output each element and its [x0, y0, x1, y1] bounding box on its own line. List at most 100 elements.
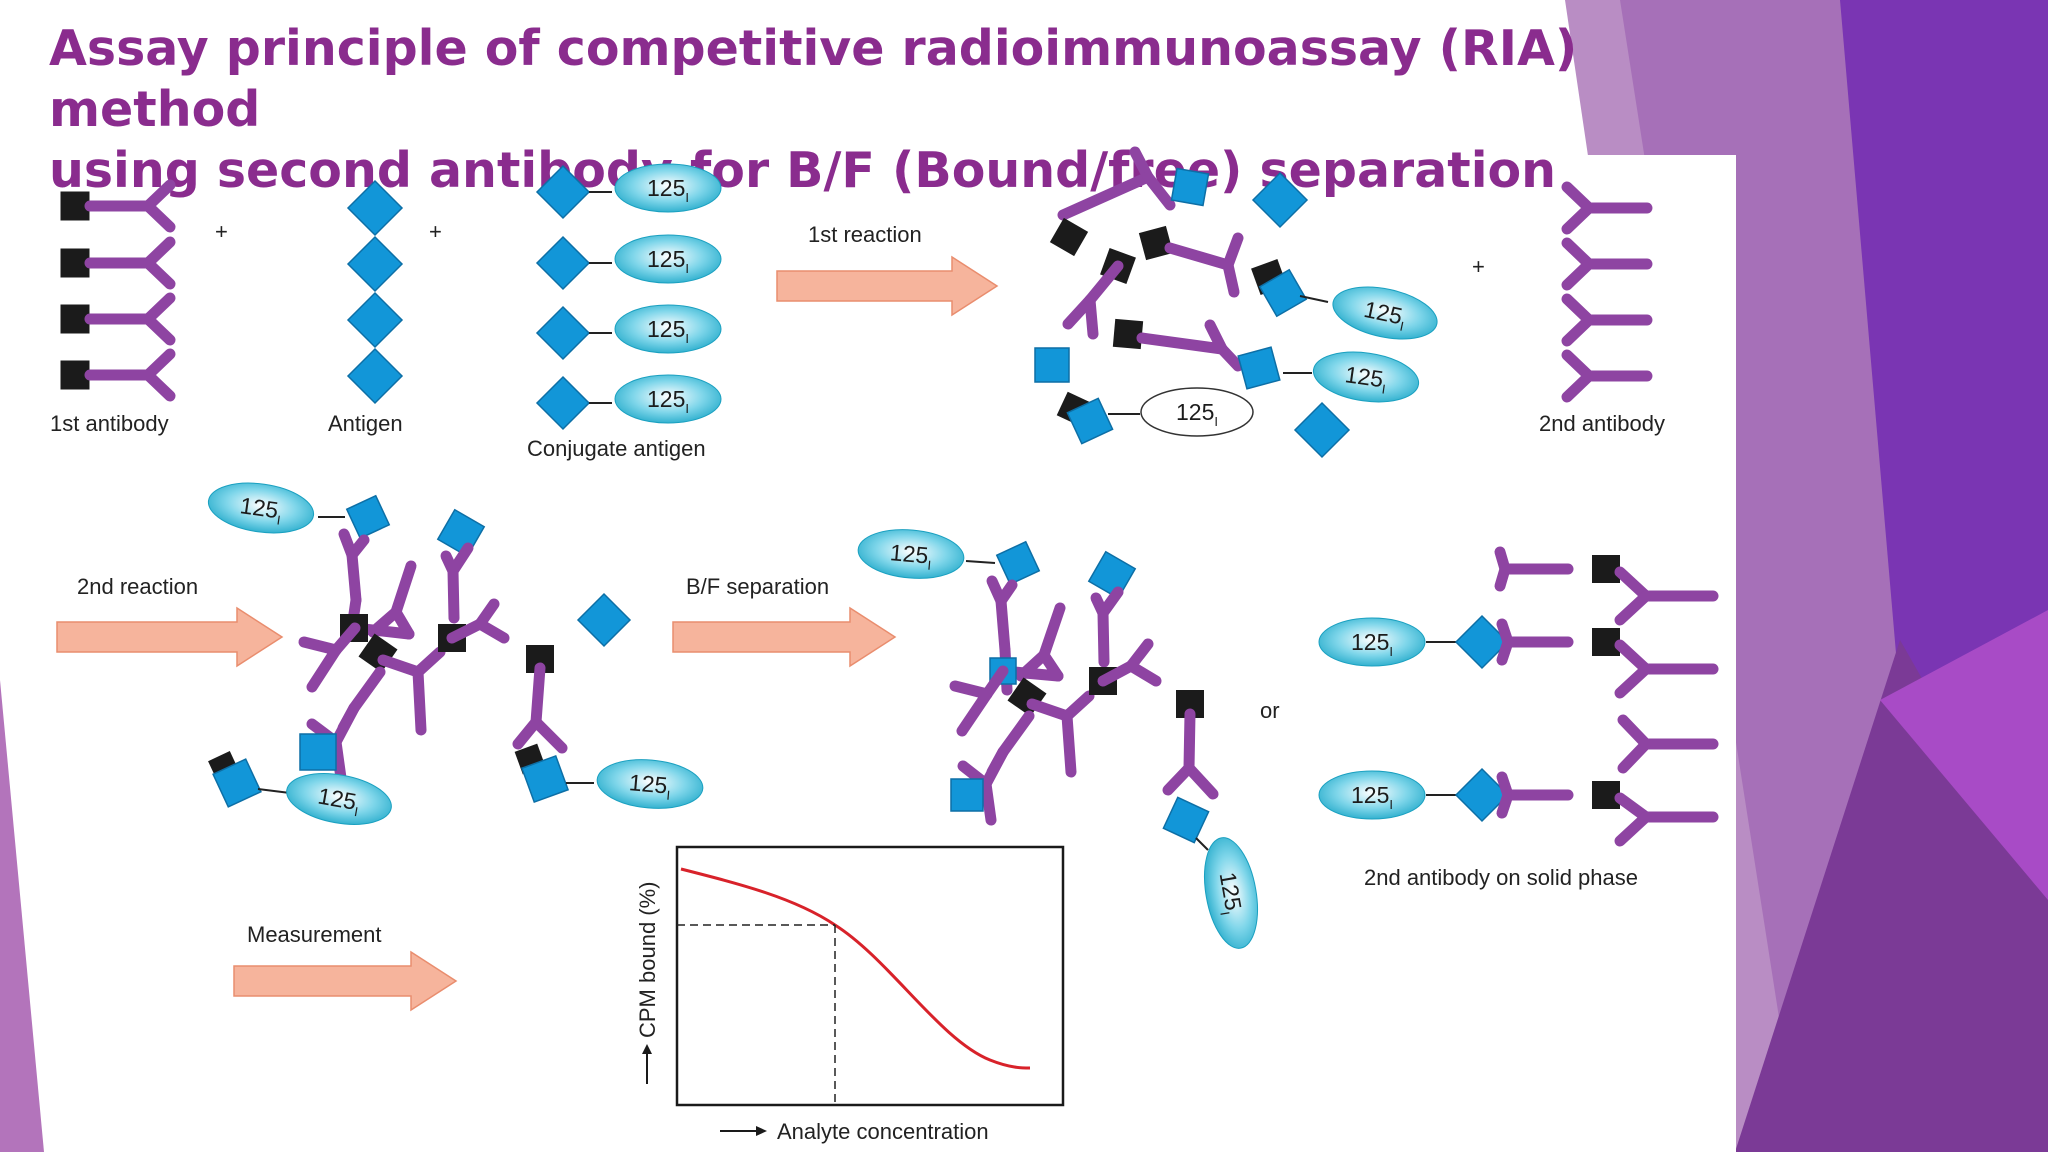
binding-site-square: [1592, 781, 1620, 809]
antibody-arm: [1496, 636, 1514, 666]
tag-ellipse: [1204, 837, 1258, 949]
tag-label: 125I: [647, 246, 689, 276]
first-antibody: [84, 348, 176, 402]
first-antibody: [84, 292, 176, 346]
tag-label: 125I: [1351, 629, 1393, 659]
binding-site-square: [1592, 628, 1620, 656]
free-antigen: [346, 347, 404, 405]
tag-element: I: [685, 190, 689, 205]
antibody-shape: [84, 179, 176, 233]
antigen-diamond: [576, 592, 632, 648]
antibody-arm: [1614, 811, 1652, 847]
graph-ylabel: CPM bound (%): [635, 881, 660, 1038]
diagram-shapes: 125I125I125I125I125I125I125I125I125I125I…: [56, 146, 1719, 1012]
antibody-arm: [1614, 590, 1652, 626]
graph-curve: [680, 867, 1031, 1070]
antigen-square: [1066, 397, 1114, 445]
tag-ellipse: [286, 773, 392, 825]
antibody-arm: [1617, 738, 1652, 774]
binding-site-square: [1138, 225, 1174, 261]
first-reaction-arrow: [776, 255, 999, 317]
antibody-arm: [1097, 607, 1110, 668]
antibody-arm: [1494, 563, 1511, 592]
iodine-125-tag: 125I: [207, 482, 315, 534]
conjugate-link: [257, 788, 291, 794]
tag-element: I: [685, 401, 689, 416]
graph-y-axis-label: CPM bound (%): [635, 881, 660, 1084]
tag-label: 125I: [647, 316, 689, 346]
antibody-shape: [1561, 349, 1653, 403]
label-antigen: Antigen: [328, 411, 403, 436]
tag-label: 125I: [628, 769, 672, 803]
tag-ellipse: [614, 304, 722, 354]
tag-ellipse: [1318, 770, 1426, 820]
tag-element: I: [353, 804, 359, 819]
antigen-square: [345, 494, 391, 540]
label-second-reaction: 2nd reaction: [77, 574, 198, 599]
antibody-arm: [980, 778, 997, 826]
antigen-square: [520, 754, 570, 804]
second-antibody: [1561, 237, 1653, 291]
tag-label: 125I: [1176, 399, 1218, 429]
conjugate-link: [1299, 295, 1329, 303]
antigen-square: [1034, 347, 1070, 383]
tag-ellipse: [614, 163, 722, 213]
tag-element: I: [1389, 797, 1393, 812]
label-solid-phase: 2nd antibody on solid phase: [1364, 865, 1638, 890]
tag-ellipse: [1318, 617, 1426, 667]
tag-element: I: [1398, 319, 1405, 334]
antibody-arm: [346, 549, 362, 606]
antigen-square: [212, 758, 262, 808]
antibody-arm: [1084, 260, 1124, 306]
antibody-arm: [1222, 259, 1240, 298]
iodine-125-tag: 125I: [596, 759, 704, 809]
tag-mass: 125: [647, 316, 685, 342]
antibody-arm: [1496, 789, 1514, 819]
iodine-125-tag: 125I: [857, 529, 965, 579]
antibody-shape: [84, 292, 176, 346]
free-antigen: [346, 235, 404, 293]
measurement-arrow: [233, 950, 458, 1012]
antigen-square: [1087, 550, 1137, 600]
antibody-arm: [412, 666, 427, 736]
iodine-125-tag: 125I: [1332, 286, 1438, 340]
iodine-125-tag: 125I: [1318, 617, 1426, 667]
tag-ellipse: [857, 529, 965, 579]
tag-mass: 125: [238, 492, 280, 523]
tag-label: 125I: [647, 386, 689, 416]
label-first-antibody: 1st antibody: [50, 411, 169, 436]
antibody-arm: [1061, 710, 1077, 778]
y-arrow-head: [642, 1044, 652, 1054]
antibody-arm: [530, 662, 546, 728]
antibody-arm: [1614, 663, 1652, 699]
antibody-arm: [1216, 343, 1244, 372]
antibody-arm: [530, 716, 568, 754]
tag-ellipse: [1140, 387, 1254, 437]
first-antibody: [84, 236, 176, 290]
antibody-arm: [1026, 698, 1073, 722]
antibody-arm: [956, 688, 993, 737]
antibody-arm: [474, 618, 510, 644]
plus-sign-3: +: [1472, 254, 1485, 279]
antibody-arm: [1062, 294, 1096, 330]
antibody-arm: [1164, 242, 1234, 271]
binding-site-square: [1592, 555, 1620, 583]
tag-element: I: [1217, 910, 1232, 916]
antigen-diamond: [1293, 401, 1351, 459]
tag-mass: 125: [1351, 629, 1389, 655]
antibody-arm: [1617, 714, 1652, 750]
tag-label: 125I: [1343, 361, 1389, 397]
tag-mass: 125: [647, 175, 685, 201]
bf-separation-arrow: [672, 606, 897, 668]
conjugate-link: [965, 560, 996, 564]
antibody-arm: [1038, 602, 1066, 661]
tag-element: I: [666, 788, 671, 803]
antibody-shape: [84, 236, 176, 290]
label-or: or: [1260, 698, 1280, 723]
iodine-125-tag: 125I: [614, 234, 722, 284]
iodine-125-tag: 125I: [1312, 351, 1420, 403]
bg-shape-bright: [1880, 610, 2048, 900]
tag-mass: 125: [1351, 782, 1389, 808]
antigen-square: [1258, 268, 1308, 318]
